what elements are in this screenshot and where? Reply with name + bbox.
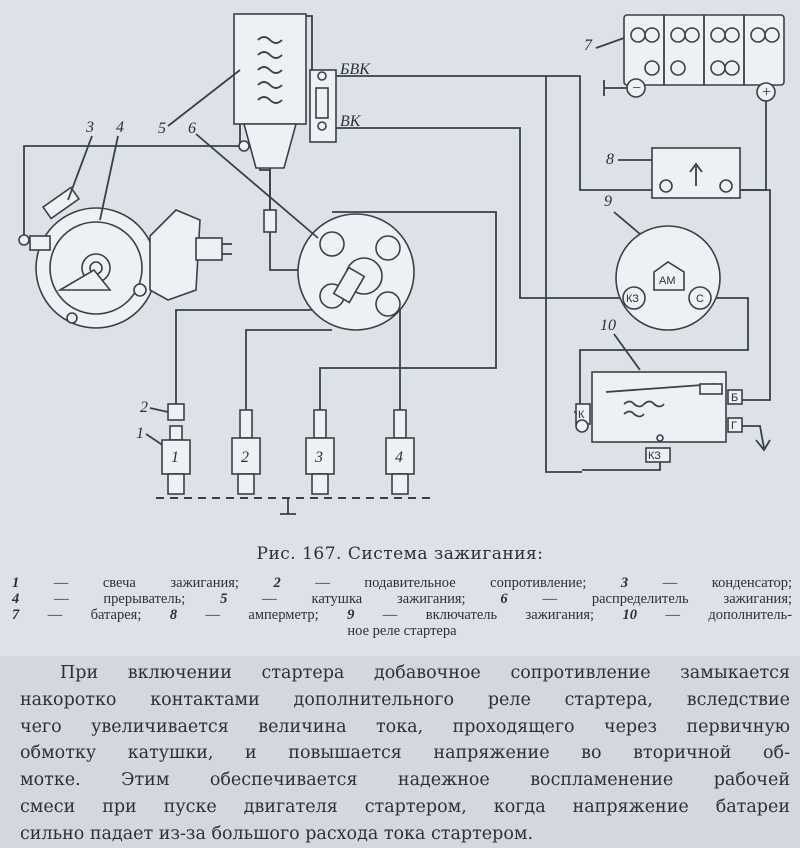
label-b: Б xyxy=(731,392,738,404)
label-am: АМ xyxy=(659,275,676,287)
legend-line: ное реле стартера xyxy=(12,623,792,639)
plug-number-3: 3 xyxy=(314,449,323,466)
spark-plug-3 xyxy=(305,409,335,495)
legend-number: 8 xyxy=(169,607,178,623)
label-5: 5 xyxy=(158,120,166,137)
paragraph-line: чего увеличивается величина тока, проход… xyxy=(20,716,790,737)
legend-text: — катушка зажигания; xyxy=(227,591,466,607)
ignition-switch xyxy=(615,225,721,331)
legend-line: 7 — батарея; 8 — амперметр; 9 — включате… xyxy=(12,607,792,623)
ammeter xyxy=(651,147,741,199)
legend-number: 7 xyxy=(12,607,20,623)
legend-number: 9 xyxy=(347,607,355,623)
label-kz: КЗ xyxy=(626,293,639,305)
ignition-system-diagram: − + 7 5 xyxy=(18,13,785,515)
battery xyxy=(623,14,785,102)
legend-text: — батарея; xyxy=(19,607,142,623)
label-3: 3 xyxy=(85,119,94,136)
legend-number: 6 xyxy=(500,591,508,607)
paragraph-line: сильно падает из-за большого расхода ток… xyxy=(20,823,534,844)
spark-plug-1 xyxy=(161,425,191,495)
plug-number-2: 2 xyxy=(241,449,249,466)
legend-text: — распределитель зажигания; xyxy=(507,591,793,607)
legend-number: 1 xyxy=(12,575,20,591)
legend-number: 2 xyxy=(273,575,281,591)
label-minus: − xyxy=(631,80,642,97)
starter-relay xyxy=(575,371,743,463)
paragraph-line: смеси при пуске двигателя стартером, ког… xyxy=(20,796,790,817)
legend-text: — конденсатор; xyxy=(628,575,793,591)
legend-number: 3 xyxy=(620,575,629,591)
paragraph-line: мотке. Этим обеспечивается надежное восп… xyxy=(20,770,790,791)
label-10: 10 xyxy=(600,317,616,334)
legend-number: 4 xyxy=(12,591,20,607)
legend-text: — прерыватель; xyxy=(19,591,186,607)
label-bvk: БВК xyxy=(339,61,371,78)
label-vk: ВК xyxy=(340,113,362,130)
legend-text: — дополнитель- xyxy=(637,607,793,623)
body-paragraph: При включении стартера добавочное сопрот… xyxy=(0,656,800,848)
legend-text: — амперметр; xyxy=(177,607,319,623)
label-c: С xyxy=(696,293,704,305)
legend-line: 4 — прерыватель; 5 — катушка зажигания; … xyxy=(12,591,792,607)
legend-line: 1 — свеча зажигания; 2 — подавительное с… xyxy=(12,575,792,591)
label-1: 1 xyxy=(136,425,144,442)
legend-text: — свеча зажигания; xyxy=(19,575,239,591)
label-8: 8 xyxy=(606,151,614,168)
label-2: 2 xyxy=(140,399,148,416)
label-kz-relay: КЗ xyxy=(648,450,661,462)
label-7: 7 xyxy=(584,37,593,54)
label-9: 9 xyxy=(604,193,612,210)
paragraph-line: обмотку катушки, и повышается напряжение… xyxy=(20,743,790,764)
spark-plug-2 xyxy=(231,409,261,495)
label-k: К xyxy=(578,409,585,421)
plug-number-1: 1 xyxy=(171,449,179,466)
figure-caption: Рис. 167. Система зажигания: xyxy=(256,544,544,564)
label-plus: + xyxy=(761,84,772,101)
legend-number: 10 xyxy=(622,607,638,623)
paragraph-line: При включении стартера добавочное сопрот… xyxy=(60,663,790,683)
label-g: Г xyxy=(731,420,737,432)
plug-number-4: 4 xyxy=(395,449,403,466)
suppression-resistor xyxy=(167,403,185,421)
spark-plug-4 xyxy=(385,409,415,495)
legend-text: — включатель зажигания; xyxy=(354,607,595,623)
figure-legend: 1 — свеча зажигания; 2 — подавительное с… xyxy=(12,575,792,639)
label-4: 4 xyxy=(116,119,124,136)
additional-resistor xyxy=(309,69,337,143)
breaker xyxy=(35,207,232,329)
label-6: 6 xyxy=(188,120,196,137)
paragraph-line: накоротко контактами дополнительного рел… xyxy=(20,689,790,710)
legend-text: ное реле стартера xyxy=(347,623,457,639)
legend-text: — подавительное сопротивление; xyxy=(280,575,587,591)
distributor xyxy=(297,213,415,331)
legend-number: 5 xyxy=(220,591,228,607)
ignition-coil xyxy=(233,13,307,169)
